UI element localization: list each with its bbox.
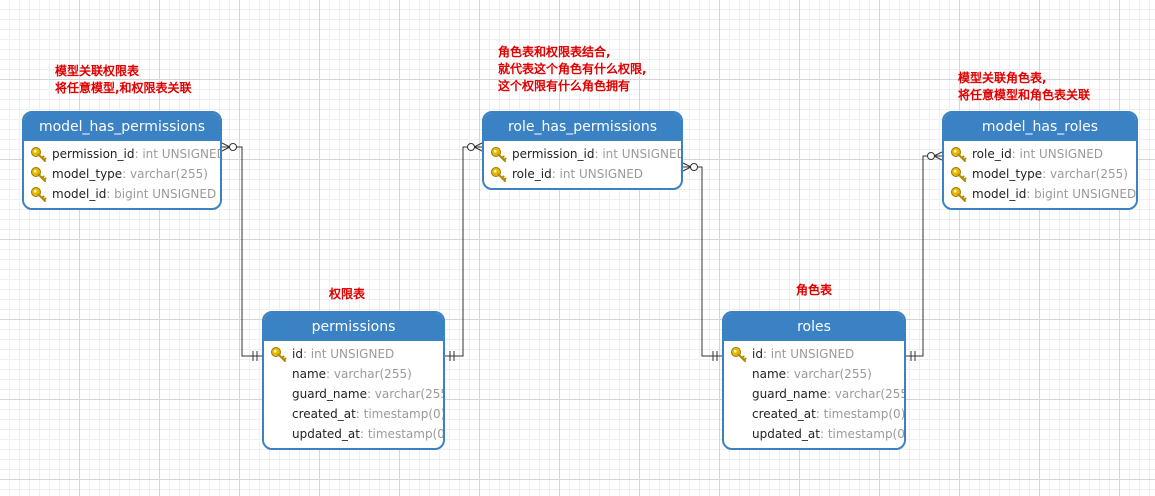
relation-line — [445, 146, 482, 357]
column-row[interactable]: role_id: int UNSIGNED — [944, 144, 1136, 164]
note-role-has-permissions: 角色表和权限表结合, 就代表这个角色有什么权限, 这个权限有什么角色拥有 — [498, 45, 647, 93]
column-row[interactable]: permission_id: int UNSIGNED — [484, 144, 681, 164]
column-type: : varchar(255) — [1042, 167, 1128, 181]
column-name: created_at — [752, 407, 816, 421]
table-title: model_has_permissions — [24, 113, 220, 141]
note-roles: 角色表 — [796, 283, 833, 297]
icon-spacer — [730, 404, 752, 424]
column-row[interactable]: permission_id: int UNSIGNED — [24, 144, 220, 164]
key-icon — [490, 164, 512, 184]
column-type: : bigint UNSIGNED — [1026, 187, 1137, 201]
column-row[interactable]: name: varchar(255) — [724, 364, 904, 384]
column-type: : varchar(255) — [326, 367, 412, 381]
column-type: : int UNSIGNED — [594, 147, 683, 161]
key-icon — [950, 164, 972, 184]
column-name: model_id — [52, 187, 107, 201]
column-row[interactable]: created_at: timestamp(0) — [264, 404, 443, 424]
column-row[interactable]: id: int UNSIGNED — [264, 344, 443, 364]
column-name: role_id — [512, 167, 552, 181]
table-model-has-permissions[interactable]: model_has_permissions permission_id: int… — [22, 111, 222, 210]
column-type: : int UNSIGNED — [1011, 147, 1104, 161]
column-type: : bigint UNSIGNED — [106, 187, 217, 201]
column-type: : int UNSIGNED — [302, 347, 395, 361]
column-type: : varchar(255) — [122, 167, 208, 181]
column-name: role_id — [972, 147, 1012, 161]
many-end-ring — [467, 143, 475, 151]
column-name: created_at — [292, 407, 356, 421]
column-name: updated_at — [292, 427, 360, 441]
relation-line — [683, 166, 722, 357]
icon-spacer — [730, 364, 752, 384]
key-icon — [490, 144, 512, 164]
key-icon — [950, 144, 972, 164]
column-row[interactable]: updated_at: timestamp(0) — [724, 424, 904, 444]
key-icon — [30, 164, 52, 184]
column-row[interactable]: id: int UNSIGNED — [724, 344, 904, 364]
table-title: model_has_roles — [944, 113, 1136, 141]
column-name: model_type — [972, 167, 1043, 181]
column-row[interactable]: created_at: timestamp(0) — [724, 404, 904, 424]
column-row[interactable]: model_type: varchar(255) — [944, 164, 1136, 184]
column-row[interactable]: model_id: bigint UNSIGNED — [944, 184, 1136, 204]
many-end-ring — [229, 143, 237, 151]
column-row[interactable]: model_type: varchar(255) — [24, 164, 220, 184]
key-icon — [270, 344, 292, 364]
column-row[interactable]: guard_name: varchar(255) — [724, 384, 904, 404]
many-end-ring — [927, 152, 935, 160]
column-type: : int UNSIGNED — [762, 347, 855, 361]
column-name: permission_id — [52, 147, 135, 161]
column-type: : varchar(255) — [786, 367, 872, 381]
column-type: : int UNSIGNED — [551, 167, 644, 181]
column-row[interactable]: updated_at: timestamp(0) — [264, 424, 443, 444]
column-type: : varchar(255) — [826, 387, 906, 401]
column-name: guard_name — [292, 387, 367, 401]
many-end-ring — [690, 163, 698, 171]
icon-spacer — [270, 404, 292, 424]
column-type: : int UNSIGNED — [134, 147, 222, 161]
column-type: : timestamp(0) — [359, 427, 445, 441]
table-role-has-permissions[interactable]: role_has_permissions permission_id: int … — [482, 111, 683, 190]
table-title: roles — [724, 313, 904, 341]
relation-line — [906, 155, 942, 357]
column-name: id — [752, 347, 763, 361]
column-type: : timestamp(0) — [819, 427, 906, 441]
column-name: model_type — [52, 167, 123, 181]
column-type: : varchar(255) — [366, 387, 445, 401]
key-icon — [30, 144, 52, 164]
note-model-has-roles: 模型关联角色表, 将任意模型和角色表关联 — [958, 71, 1091, 102]
key-icon — [730, 344, 752, 364]
column-row[interactable]: role_id: int UNSIGNED — [484, 164, 681, 184]
table-title: permissions — [264, 313, 443, 341]
column-name: permission_id — [512, 147, 595, 161]
column-name: updated_at — [752, 427, 820, 441]
column-name: model_id — [972, 187, 1027, 201]
icon-spacer — [270, 384, 292, 404]
table-title: role_has_permissions — [484, 113, 681, 141]
column-row[interactable]: name: varchar(255) — [264, 364, 443, 384]
icon-spacer — [270, 364, 292, 384]
icon-spacer — [730, 384, 752, 404]
column-type: : timestamp(0) — [355, 407, 445, 421]
column-type: : timestamp(0) — [815, 407, 906, 421]
key-icon — [950, 184, 972, 204]
icon-spacer — [730, 424, 752, 444]
column-row[interactable]: guard_name: varchar(255) — [264, 384, 443, 404]
column-name: name — [752, 367, 787, 381]
icon-spacer — [270, 424, 292, 444]
column-name: name — [292, 367, 327, 381]
column-name: guard_name — [752, 387, 827, 401]
column-name: id — [292, 347, 303, 361]
column-row[interactable]: model_id: bigint UNSIGNED — [24, 184, 220, 204]
key-icon — [30, 184, 52, 204]
note-model-has-permissions: 模型关联权限表 将任意模型,和权限表关联 — [55, 64, 192, 95]
relation-line — [222, 146, 262, 357]
note-permissions: 权限表 — [329, 287, 366, 301]
